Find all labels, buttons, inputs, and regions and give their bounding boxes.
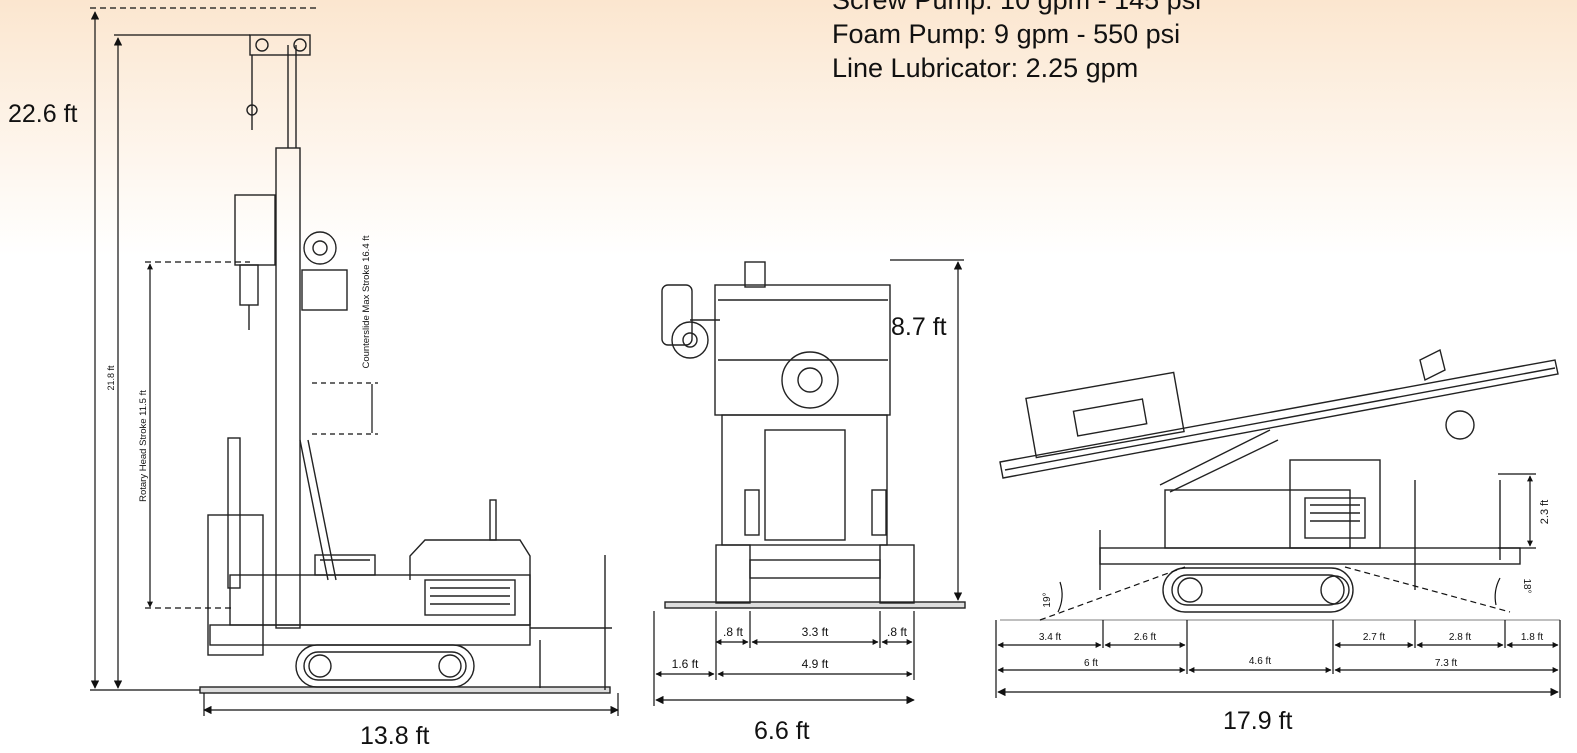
front-overhang-label: 1.6 ft: [672, 657, 699, 671]
front-track-gap-label: 3.3 ft: [802, 625, 829, 639]
side-total-height-label: 22.6 ft: [8, 100, 78, 128]
transport-bumper-height-label: 2.3 ft: [1539, 500, 1551, 524]
transport-view-dimensions: [995, 473, 1561, 698]
side-view-drawing: [199, 34, 612, 694]
transport-view-drawing: [999, 348, 1560, 621]
side-mast-height-label: 21.8 ft: [106, 365, 116, 391]
side-length-label: 13.8 ft: [360, 722, 430, 750]
transport-s2-label: 4.6 ft: [1249, 656, 1271, 667]
side-view-dimensions: [90, 7, 619, 716]
transport-d2-label: 2.6 ft: [1134, 632, 1156, 643]
front-height-label: 8.7 ft: [891, 313, 947, 341]
front-view-drawing: [661, 261, 966, 609]
side-counterslide-stroke-label: Counterslide Max Stroke 16.4 ft: [361, 235, 372, 368]
transport-d1-label: 3.4 ft: [1039, 632, 1061, 643]
transport-s1-label: 6 ft: [1084, 658, 1098, 669]
front-view-dimensions: [653, 259, 964, 706]
transport-s3-label: 7.3 ft: [1435, 658, 1457, 669]
side-rotary-stroke-label: Rotary Head Stroke 11.5 ft: [138, 390, 149, 502]
front-track-left-label: .8 ft: [723, 625, 744, 639]
spec-line-lubricator: Line Lubricator: 2.25 gpm: [832, 53, 1139, 83]
transport-length-label: 17.9 ft: [1223, 707, 1293, 735]
front-track-width-label: 4.9 ft: [802, 657, 829, 671]
transport-d5-label: 1.8 ft: [1521, 632, 1543, 643]
front-track-right-label: .8 ft: [887, 625, 908, 639]
transport-d4-label: 2.8 ft: [1449, 632, 1471, 643]
spec-foam-pump: Foam Pump: 9 gpm - 550 psi: [832, 19, 1181, 49]
transport-d3-label: 2.7 ft: [1363, 632, 1385, 643]
transport-angle-front-label: 19°: [1042, 592, 1053, 607]
transport-angle-rear-label: 18°: [1521, 578, 1532, 593]
front-width-label: 6.6 ft: [754, 717, 810, 745]
spec-screw-pump: Screw Pump: 10 gpm - 145 psi: [832, 0, 1202, 15]
